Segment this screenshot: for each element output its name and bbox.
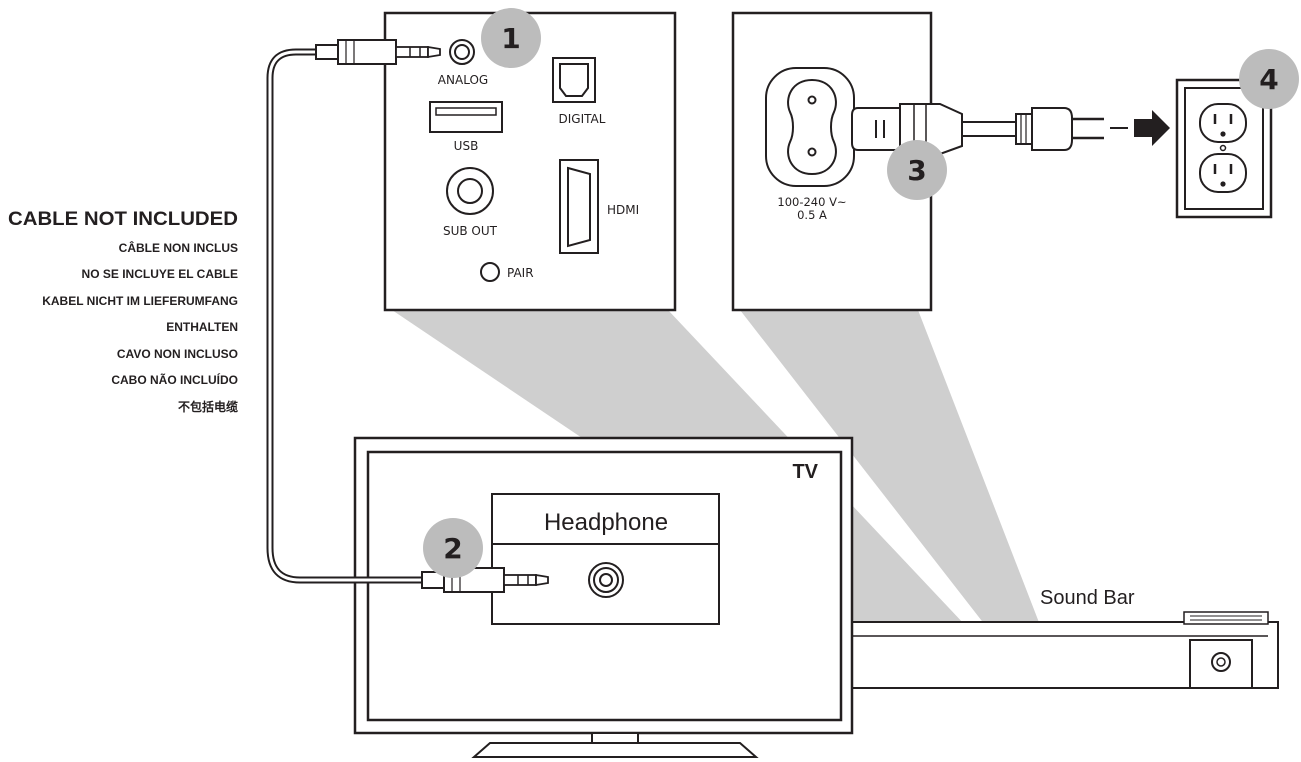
headphone-jack	[588, 562, 624, 598]
pair-button	[480, 262, 500, 282]
cable-note-translation: NO SE INCLUYE EL CABLE	[82, 267, 238, 281]
current-label: 0.5 A	[797, 208, 827, 222]
tv-stand-neck	[591, 732, 639, 744]
usb-label: USB	[454, 139, 479, 153]
step-badge-1: 1	[481, 8, 541, 68]
soundbar-label: Sound Bar	[1040, 587, 1135, 609]
arrow-right-icon	[1134, 110, 1170, 146]
analog-jack	[449, 39, 475, 65]
svg-text:2: 2	[443, 532, 462, 565]
tv-stand-base	[471, 742, 759, 758]
cable-note-translation: ENTHALTEN	[166, 320, 238, 334]
soundbar-logo	[1211, 652, 1231, 672]
step-badge-3: 3	[887, 140, 947, 200]
audio-plug-tv	[421, 567, 549, 593]
hdmi-port	[559, 159, 599, 254]
audio-plug-panel	[315, 39, 441, 65]
usb-port	[429, 101, 503, 133]
step-badge-4: 4	[1239, 49, 1299, 109]
cable-note-translation: CABO NÃO INCLUÍDO	[111, 372, 238, 387]
tv-label: TV	[792, 461, 818, 483]
tv: TV Headphone	[353, 436, 854, 758]
svg-text:1: 1	[501, 22, 520, 55]
sub-out-label: SUB OUT	[443, 224, 498, 238]
power-socket-housing	[765, 67, 855, 187]
pair-label: PAIR	[507, 266, 534, 280]
headphone-label: Headphone	[544, 509, 668, 536]
power-cord	[962, 121, 1018, 137]
voltage-label: 100-240 V~	[777, 195, 846, 209]
svg-text:4: 4	[1259, 63, 1278, 96]
panel2-projection-beam	[740, 310, 1040, 625]
cable-note-translation: CAVO NON INCLUSO	[117, 347, 238, 361]
power-panel: 100-240 V~ 0.5 A	[731, 11, 963, 312]
digital-label: DIGITAL	[559, 112, 606, 126]
analog-label: ANALOG	[438, 73, 488, 87]
headphone-port-box	[491, 493, 720, 625]
soundbar-top-panel	[1183, 611, 1269, 625]
step-badge-2: 2	[423, 518, 483, 578]
cable-note-translation: CÂBLE NON INCLUS	[119, 240, 238, 255]
sub-out-jack	[446, 167, 494, 215]
cable-note-heading: CABLE NOT INCLUDED	[8, 209, 238, 230]
cable-note-translation: 不包括电缆	[178, 399, 238, 414]
power-socket	[787, 78, 837, 176]
wall-plug	[1015, 107, 1104, 151]
hdmi-label: HDMI	[607, 203, 639, 217]
cable-not-included-note: CABLE NOT INCLUDED CÂBLE NON INCLUS NO S…	[8, 209, 238, 414]
cable-note-translation: KABEL NICHT IM LIEFERUMFANG	[42, 294, 238, 308]
input-panel: ANALOG DIGITAL USB SUB OUT HDMI PAIR	[383, 11, 677, 312]
svg-text:3: 3	[907, 154, 926, 187]
